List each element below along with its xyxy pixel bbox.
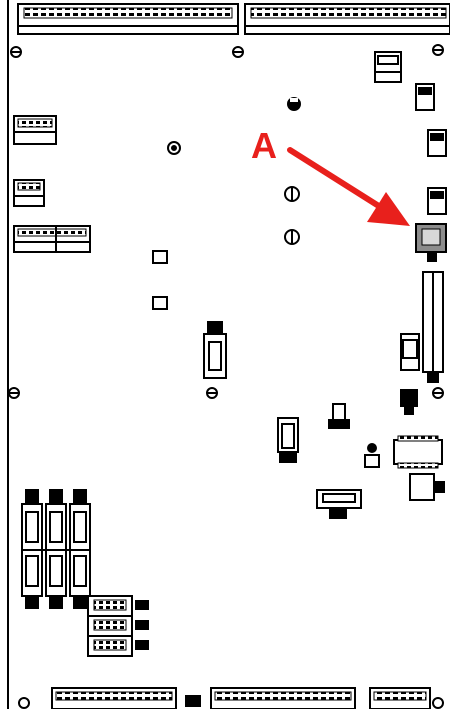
relay-bank-left: [21, 489, 91, 609]
connector-mid-vertical: [203, 321, 227, 379]
connector-lower-mid: [277, 417, 299, 463]
bottom-connector-strip-3: [369, 687, 431, 709]
relay-block-right: [400, 333, 420, 371]
callout-arrow: [287, 147, 410, 226]
bottom-connector-strip-2: [210, 687, 356, 709]
callout-label-a: A: [251, 125, 277, 166]
top-connector-strip-left: [17, 3, 239, 35]
vertical-fuse-holder: [422, 271, 444, 383]
component-right-2: [415, 83, 435, 111]
component-right-4: [427, 187, 447, 215]
connector-lower-center: [316, 489, 362, 519]
small-components-upper: [152, 97, 301, 310]
small-diode: [364, 443, 380, 468]
bottom-connector-strip-1: [51, 687, 177, 709]
fuse-terminal-block: [87, 595, 149, 657]
top-connector-strip-right: [244, 3, 450, 35]
highlighted-component-a: [415, 223, 447, 262]
connector-left-3: [13, 225, 91, 253]
connector-left-1: [13, 115, 57, 145]
component-right-1: [374, 51, 402, 83]
connector-right-lower: [409, 473, 445, 501]
component-right-5: [400, 389, 418, 415]
component-right-3: [427, 129, 447, 157]
connector-left-2: [13, 179, 45, 207]
mounting-holes: [8, 44, 444, 709]
bottom-small-block: [185, 695, 201, 707]
ic-chip: [393, 435, 443, 469]
transistor-mid: [328, 403, 350, 429]
